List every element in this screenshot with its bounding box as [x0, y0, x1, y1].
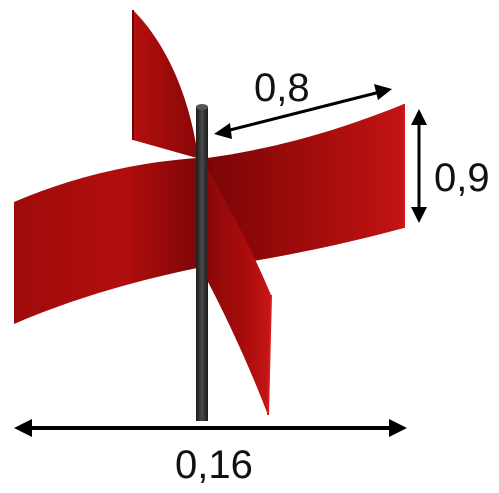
dimension-arrow-horizontal: [14, 419, 407, 437]
blade-bottom-edge: [267, 294, 272, 416]
blade-depth-label: 0,8: [254, 66, 310, 110]
blade-right-wing: [207, 104, 404, 268]
blade-bottom: [207, 168, 271, 415]
height-label: 0,9: [434, 156, 490, 200]
blade-top: [133, 10, 197, 158]
dimension-arrow-diagonal: [214, 84, 392, 139]
rotor-shaft: [196, 107, 208, 421]
dimension-arrow-vertical: [411, 109, 427, 223]
blade-left-wing: [14, 158, 197, 324]
shaft-top-cap: [196, 104, 208, 110]
total-width-label: 0,16: [175, 443, 253, 487]
